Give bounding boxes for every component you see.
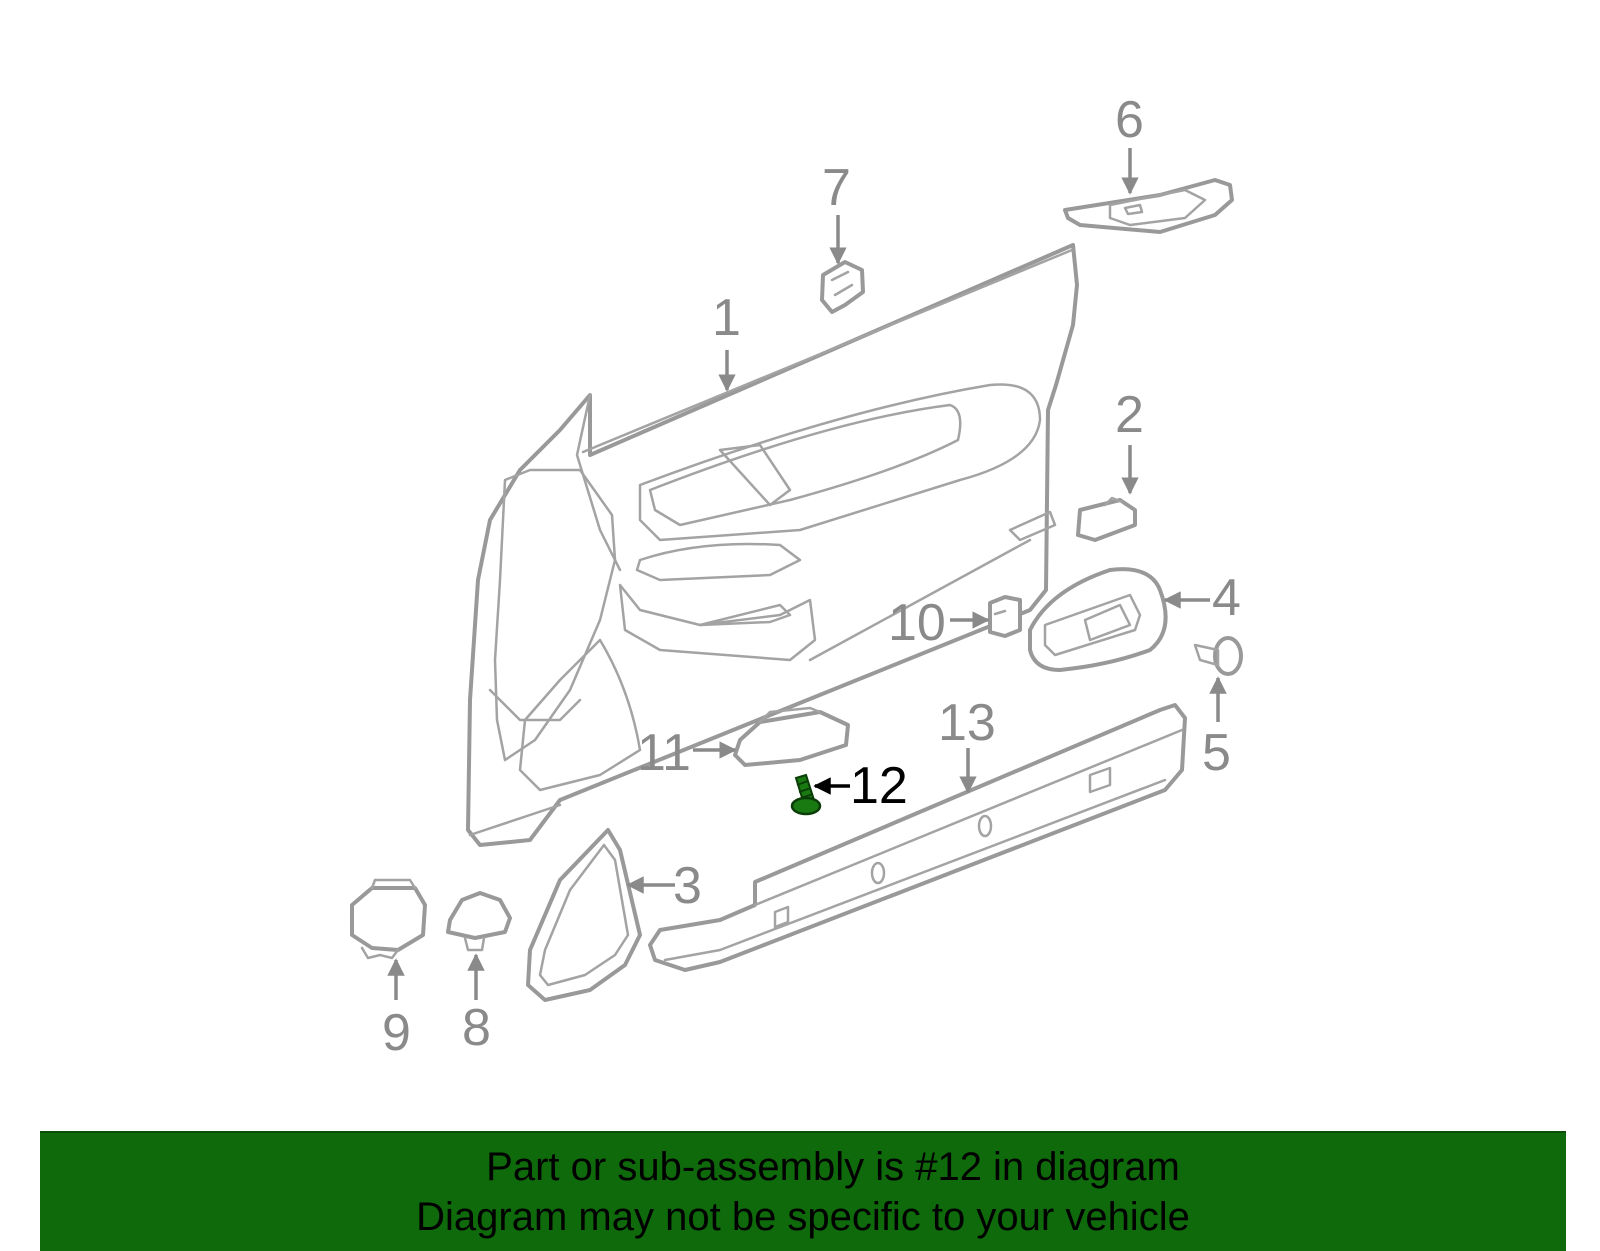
part-5-push-clip xyxy=(1193,636,1243,676)
part-1-door-trim-panel xyxy=(466,243,1079,847)
callout-2: 2 xyxy=(1115,386,1144,444)
callout-7: 7 xyxy=(822,159,851,217)
banner-part-line: Part or sub-assembly is #12 in diagram xyxy=(486,1145,1180,1189)
part-9-clip-housing xyxy=(350,878,427,960)
part-6-switch-bezel xyxy=(1063,178,1234,234)
callout-12: 12 xyxy=(850,757,908,815)
callout-leaders xyxy=(387,148,1227,1000)
callout-6: 6 xyxy=(1115,91,1144,149)
callout-4: 4 xyxy=(1212,569,1241,627)
part-2-bracket xyxy=(1076,496,1137,542)
parts-diagram: 1 2 3 4 5 6 7 8 9 10 11 12 13 xyxy=(350,91,1243,1062)
part-8-grommet xyxy=(446,891,512,952)
callout-1: 1 xyxy=(712,289,741,347)
callout-11: 11 xyxy=(637,724,691,782)
callout-9: 9 xyxy=(382,1004,411,1062)
info-banner: Part or sub-assembly is #12 in diagram D… xyxy=(40,1131,1566,1251)
callout-3: 3 xyxy=(673,857,702,915)
part-4-handle-bezel xyxy=(1028,567,1168,672)
part-3-corner-trim xyxy=(526,828,642,1002)
part-11-pull-cup xyxy=(733,706,850,767)
callout-13: 13 xyxy=(938,694,996,752)
callout-numbers: 1 2 3 4 5 6 7 8 9 10 11 12 13 xyxy=(382,91,1241,1062)
part-13-lower-trim-strip xyxy=(648,703,1187,972)
part-12-screw-highlighted xyxy=(790,773,822,816)
callout-8: 8 xyxy=(462,999,491,1057)
part-10-switch xyxy=(988,595,1022,638)
callout-5: 5 xyxy=(1202,724,1231,782)
part-7-retainer xyxy=(820,260,865,314)
banner-disclaimer-line: Diagram may not be specific to your vehi… xyxy=(416,1195,1190,1239)
callout-10: 10 xyxy=(888,594,946,652)
